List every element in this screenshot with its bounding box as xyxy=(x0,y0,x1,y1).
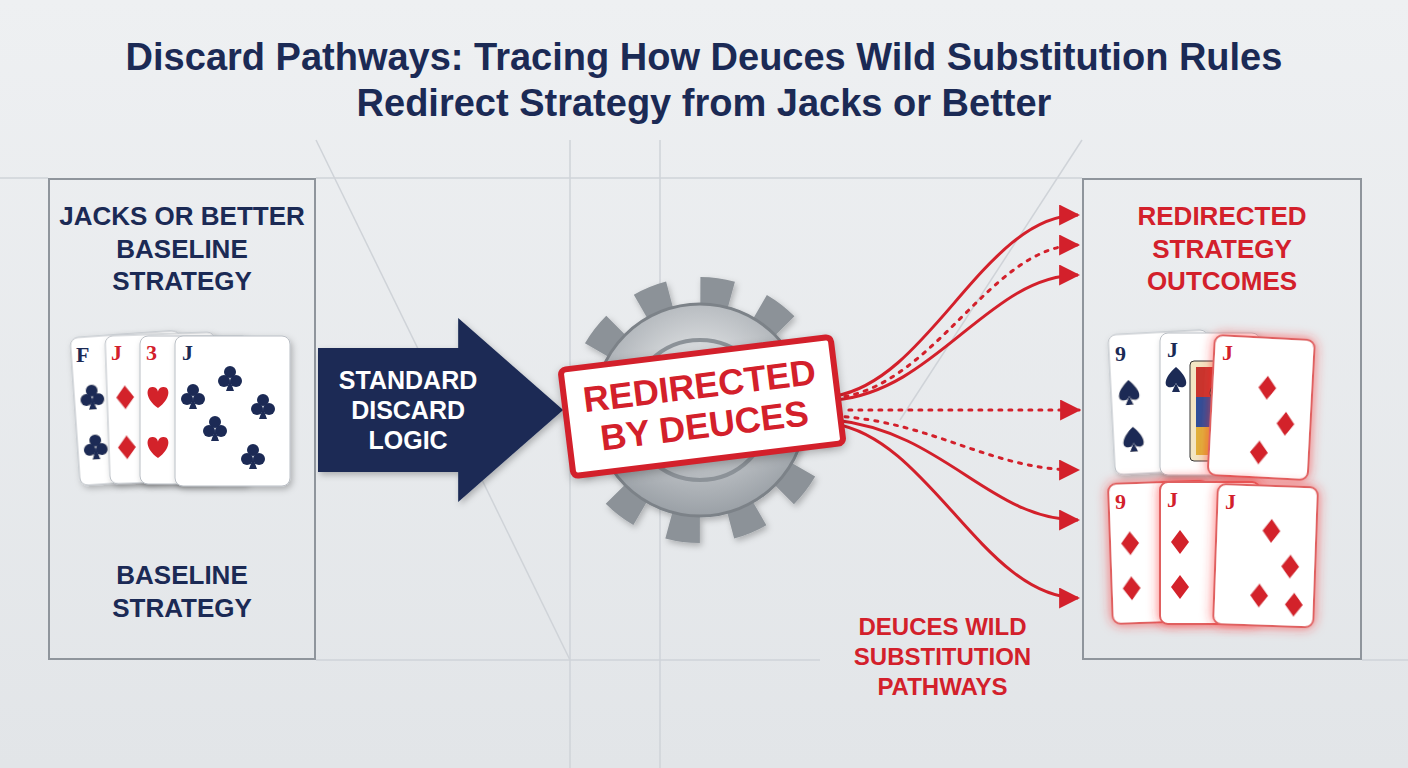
edge-label: STANDARD DISCARD LOGIC xyxy=(322,365,494,455)
pathway-arrow xyxy=(835,275,1078,400)
card-index: 9 xyxy=(1115,343,1126,365)
grid-line xyxy=(1362,659,1408,661)
pathway-arrow xyxy=(835,215,1078,396)
playing-card xyxy=(1208,335,1315,480)
grid-lines xyxy=(0,140,1408,768)
outcome-panel: REDIRECTED STRATEGY OUTCOMES xyxy=(1082,178,1362,660)
grid-line xyxy=(900,140,1082,420)
node-caption: BASELINE STRATEGY xyxy=(58,559,306,624)
redirect-badge: REDIRECTED BY DEUCES xyxy=(557,333,847,479)
pathway-label: DEUCES WILD SUBSTITUTION PATHWAYS xyxy=(835,612,1050,702)
card-index: 9 xyxy=(1115,491,1126,513)
pathway-arrow xyxy=(835,424,1078,598)
grid-line xyxy=(0,177,48,179)
card-index: J xyxy=(182,342,193,364)
card-index: J xyxy=(1225,491,1236,513)
baseline-panel: JACKS OR BETTER BASELINE STRATEGY BASELIN… xyxy=(48,178,316,660)
node-heading: REDIRECTED BY DEUCES xyxy=(581,352,823,461)
flow-arrow xyxy=(318,318,563,502)
pathway-arrow xyxy=(835,245,1078,398)
card-index: J xyxy=(1222,342,1233,364)
pathway-connector xyxy=(849,409,1079,412)
card-index: J xyxy=(1167,339,1178,361)
node-heading: REDIRECTED STRATEGY OUTCOMES xyxy=(1092,200,1352,298)
playing-card xyxy=(175,336,290,486)
diagram-title: Discard Pathways: Tracing How Deuces Wil… xyxy=(59,34,1349,127)
playing-card xyxy=(1213,484,1318,627)
card-index: J xyxy=(111,342,122,364)
node-heading: JACKS OR BETTER BASELINE STRATEGY xyxy=(58,200,306,298)
grid-line xyxy=(316,659,820,661)
grid-line xyxy=(316,140,570,660)
card-index: J xyxy=(1167,489,1178,511)
pathway-arrow xyxy=(835,420,1078,520)
grid-line xyxy=(316,177,1082,179)
outcome-cards xyxy=(1108,330,1318,628)
pathway-arrow xyxy=(835,416,1078,470)
fan-arrows xyxy=(835,215,1078,598)
card-index: F xyxy=(76,344,89,366)
card-index: 3 xyxy=(146,342,157,364)
baseline-cards xyxy=(70,330,290,486)
